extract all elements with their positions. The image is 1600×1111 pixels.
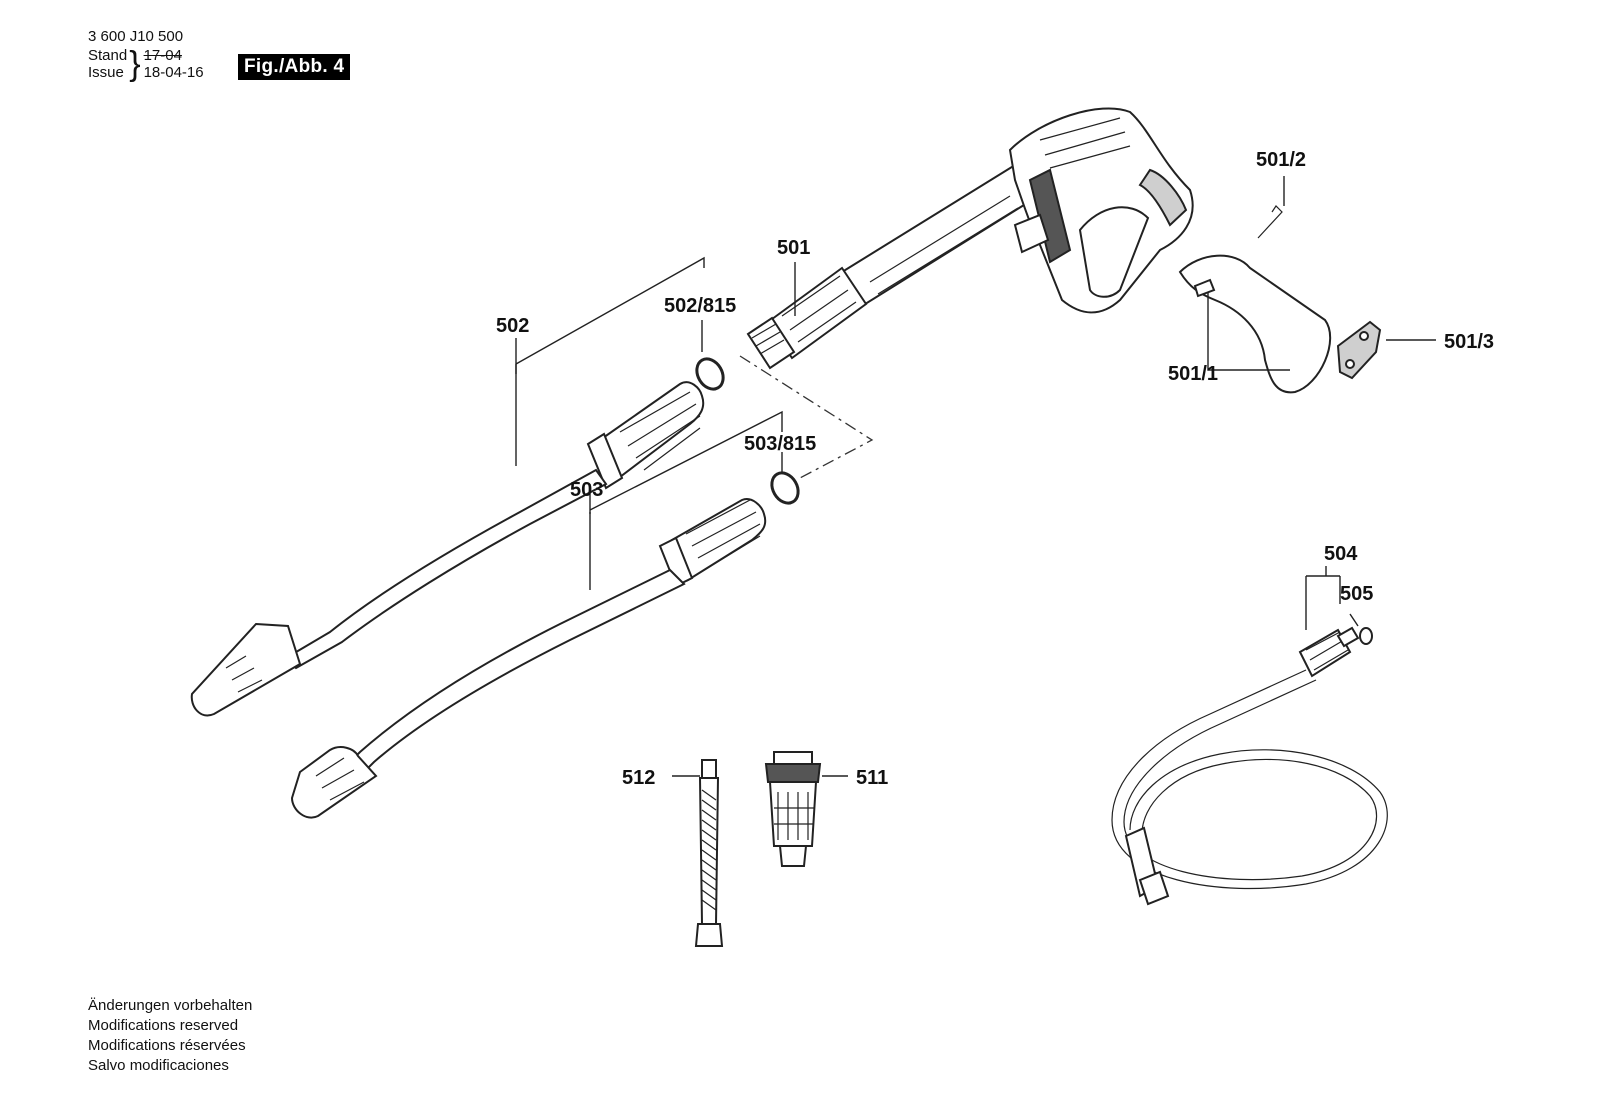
notice-english: Modifications reserved: [88, 1017, 239, 1034]
callout-505: 505: [1340, 583, 1373, 605]
o-ring-502-815-drawing: [695, 357, 725, 391]
spray-gun-drawing: [746, 107, 1194, 370]
callout-503: 503: [570, 479, 603, 501]
callout-511: 511: [856, 767, 888, 789]
ring-505-drawing: [1359, 627, 1373, 645]
callout-502: 502: [496, 315, 529, 337]
stand-label: Stand: [88, 47, 128, 64]
clip-drawing: [1336, 320, 1382, 380]
callout-502-815: 502/815: [664, 295, 736, 317]
assembly-line: [739, 355, 874, 479]
hose-drawing: [1111, 626, 1388, 906]
document-header: 3 600 J10 500 Stand Issue } 17-04 18-04-…: [88, 28, 204, 81]
stand-issue-block: Stand Issue } 17-04 18-04-16: [88, 47, 204, 81]
part-number: 3 600 J10 500: [88, 28, 184, 45]
o-ring-503-815-drawing: [770, 471, 800, 505]
leader-lines: [515, 176, 1436, 777]
callout-501-3: 501/3: [1444, 331, 1494, 353]
callout-503-815: 503/815: [744, 433, 816, 455]
notice-french: Modifications réservées: [88, 1037, 246, 1054]
callout-512: 512: [622, 767, 655, 789]
callout-501: 501: [777, 237, 810, 259]
callout-501-1: 501/1: [1168, 363, 1218, 385]
issue-value: 18-04-16: [143, 64, 204, 81]
trigger-drawing: [1178, 254, 1332, 394]
hose-adapter-drawing: [694, 759, 724, 947]
brace-icon: }: [129, 45, 141, 83]
notice-spanish: Salvo modificaciones: [88, 1057, 229, 1074]
pin-drawing: [1257, 205, 1283, 239]
callout-501-2: 501/2: [1256, 149, 1306, 171]
notice-german: Änderungen vorbehalten: [88, 997, 253, 1014]
lance-502-drawing: [190, 381, 705, 717]
modification-notice: Änderungen vorbehalten Modifications res…: [88, 996, 252, 1076]
stand-value: 17-04: [143, 47, 182, 64]
callout-504: 504: [1324, 543, 1358, 565]
issue-label: Issue: [88, 64, 124, 81]
figure-label: Fig./Abb. 4: [238, 54, 351, 80]
lance-503-drawing: [290, 498, 767, 819]
water-filter-drawing: [764, 751, 822, 867]
